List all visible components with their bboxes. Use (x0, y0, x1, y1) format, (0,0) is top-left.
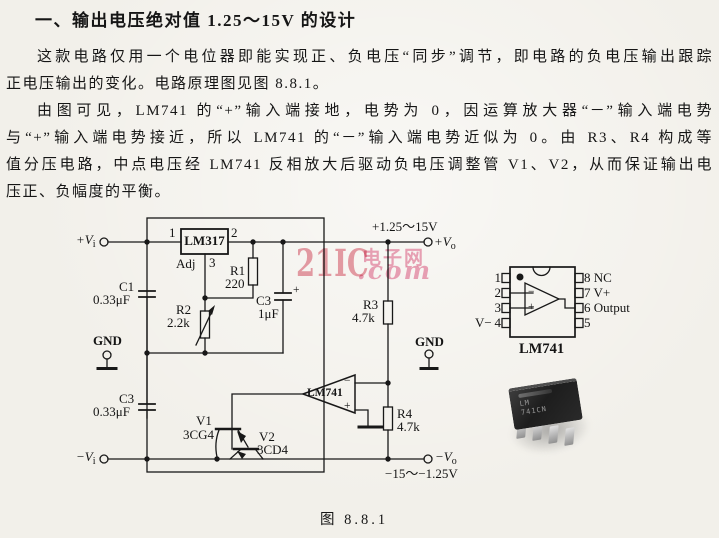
lm317-adj-label: Adj (176, 256, 196, 271)
v1-type: 3CG4 (183, 427, 215, 442)
v2-type: 3CD4 (257, 442, 289, 457)
c3-value: 0.33μF (93, 404, 130, 419)
pinout-chip-name: LM741 (519, 341, 565, 357)
gnd-terminal-left (96, 350, 118, 370)
r1-value: 220 (225, 276, 245, 291)
pinout-plus-mark: + (528, 301, 535, 313)
gnd-left-label: GND (93, 333, 122, 348)
watermark-brand: 21IC (296, 241, 369, 285)
c2-value: 1μF (258, 306, 279, 321)
c1-value: 0.33μF (93, 292, 130, 307)
gnd-right-label: GND (415, 334, 444, 349)
figure-caption: 图 8.8.1 (320, 512, 389, 528)
terminal-vout-plus-label: +Vo (434, 234, 456, 252)
pinout-pin8-label: 8 NC (584, 270, 612, 285)
chip-photo: LM 741CN (498, 376, 616, 474)
transistor-v1 (214, 427, 249, 458)
body-text-line: 与“+”输入端电势接近，所以 LM741 的“－”输入端电势近似为 0。由 R3… (6, 130, 713, 146)
r2-label: R2 (176, 302, 192, 317)
section-title: 一、输出电压绝对值 1.25～15V 的设计 (35, 11, 357, 30)
r4-value: 4.7k (397, 419, 420, 434)
body-text-line: 值分压电路，中点电压经 LM741 反相放大后驱动负电压调整管 V1、V2，从而… (6, 157, 713, 173)
opamp-minus-mark: − (344, 375, 351, 387)
body-text-line: 正电压输出的变化。电路原理图见图 8.8.1。 (6, 76, 330, 92)
pinout-minus-mark: − (528, 286, 535, 298)
c3-label: C3 (119, 391, 135, 406)
pinout-pin3-number: 3 (494, 300, 502, 315)
lm317-pin1-label: 1 (169, 225, 176, 240)
lm317-pin3-label: 3 (209, 255, 216, 270)
gnd-terminal-right (419, 349, 439, 370)
resistor-r4 (382, 382, 394, 460)
pinout-pin4-number: 4 (494, 315, 502, 330)
potentiometer-r2 (195, 297, 215, 354)
terminal-vin-minus-label: −Vi (76, 449, 96, 467)
body-text-line: 压正、负幅度的平衡。 (6, 184, 172, 200)
watermark-cjk-text: 电子网 (362, 248, 426, 269)
r3-label: R3 (363, 297, 379, 312)
pinout-pin6-label: 6 Output (584, 300, 630, 315)
circuit-outer-frame (146, 217, 325, 473)
terminal-vout-minus-label: −Vo (435, 449, 457, 467)
opamp-label: LM741 (307, 387, 343, 399)
body-text-line: 由图可见，LM741 的“+”输入端接地，电势为 0，因运算放大器“－”输入端电… (37, 103, 713, 119)
pinout-pin1-number: 1 (494, 270, 502, 285)
pinout-pin5-label: 5 (584, 315, 591, 330)
capacitor-c1 (138, 290, 156, 298)
chip-pin (548, 425, 559, 444)
pinout-pin4-name: V− (475, 315, 492, 330)
pinout-pin7-label: 7 V+ (584, 285, 611, 300)
c2-polarity-mark: + (293, 284, 300, 296)
c1-label: C1 (119, 279, 135, 294)
capacitor-c3 (138, 296, 156, 419)
opamp-plus-mark: + (344, 400, 351, 412)
capacitor-c2 (274, 241, 292, 354)
pinout-pin2-number: 2 (494, 285, 502, 300)
r4-label: R4 (397, 406, 413, 421)
lm317-pin2-label: 2 (231, 225, 238, 240)
r2-value: 2.2k (167, 315, 190, 330)
v1-label: V1 (196, 413, 212, 428)
r3-value: 4.7k (352, 310, 375, 325)
terminal-vin-plus-label: +Vi (76, 232, 96, 250)
c2-label: C3 (256, 293, 272, 308)
positive-rail (99, 237, 433, 247)
dip8-pinout-drawing (501, 266, 584, 338)
vout-minus-range-label: −15～−1.25V (385, 466, 458, 481)
r1-label: R1 (230, 263, 246, 278)
chip-pin (564, 427, 575, 446)
v2-label: V2 (259, 429, 275, 444)
watermark-com-text: .com (357, 256, 433, 285)
body-text-line: 这款电路仅用一个电位器即能实现正、负电压“同步”调节，即电路的负电压输出跟踪 (37, 49, 713, 65)
resistor-r3 (382, 241, 394, 384)
vout-plus-range-label: +1.25～15V (372, 219, 438, 234)
lm317-label: LM317 (184, 233, 225, 248)
